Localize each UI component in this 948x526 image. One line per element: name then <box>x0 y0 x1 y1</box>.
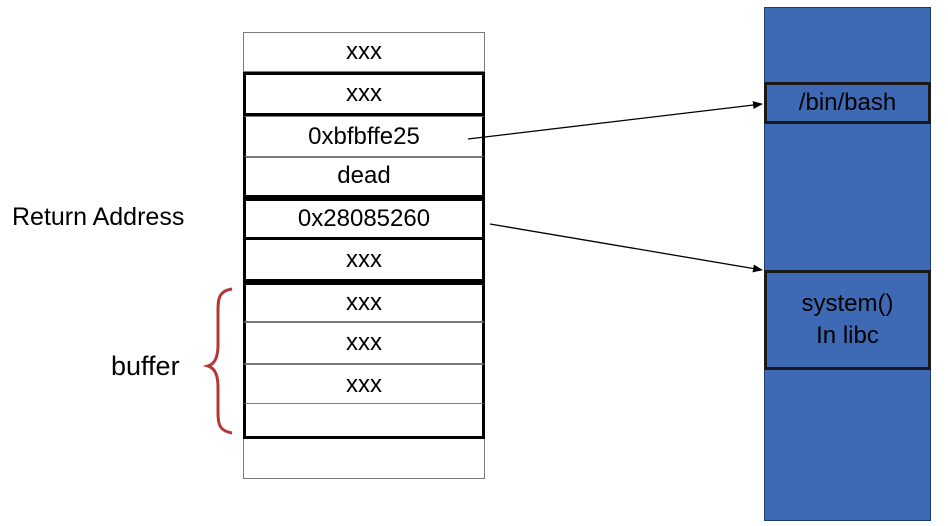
stack-cell-text: xxx <box>346 370 382 398</box>
return-address-cell: 0x28085260 <box>243 198 485 240</box>
arrow-to-bin-bash <box>467 101 763 140</box>
buffer-cell: xxx <box>243 282 485 322</box>
buffer-label: buffer <box>111 351 180 381</box>
bin-bash-cell: /bin/bash <box>764 82 931 124</box>
buffer-cell: xxx <box>243 322 485 364</box>
libc-text: In libc <box>816 322 879 349</box>
stack-cell-text: xxx <box>346 80 382 107</box>
stack-cell-text: xxx <box>346 329 382 356</box>
stack-cell-text: xxx <box>346 289 382 316</box>
buffer-cell-empty <box>243 403 485 439</box>
stack-cell: xxx <box>243 72 485 116</box>
buffer-brace <box>202 287 233 435</box>
arrow-to-system <box>489 223 763 273</box>
stack-cell-top: xxx <box>243 32 485 72</box>
buffer-cell: xxx <box>243 364 485 404</box>
stack-cell-bottom <box>243 439 485 479</box>
stack-cell-text: 0xbfbffe25 <box>308 123 420 150</box>
stack-cell-text: xxx <box>346 38 382 65</box>
return-address-label: Return Address <box>12 203 185 231</box>
stack-cell-text: dead <box>337 162 391 189</box>
stack-cell-text: xxx <box>346 245 382 273</box>
bin-bash-text: /bin/bash <box>798 88 897 116</box>
stack-cell-arg: 0xbfbffe25 <box>243 116 485 158</box>
system-text: system() <box>801 289 894 317</box>
stack-cell: xxx <box>243 240 485 282</box>
system-libc-cell: system() In libc <box>764 270 931 370</box>
stack-cell-text: 0x28085260 <box>297 205 431 232</box>
stack-cell-dead: dead <box>243 156 485 198</box>
